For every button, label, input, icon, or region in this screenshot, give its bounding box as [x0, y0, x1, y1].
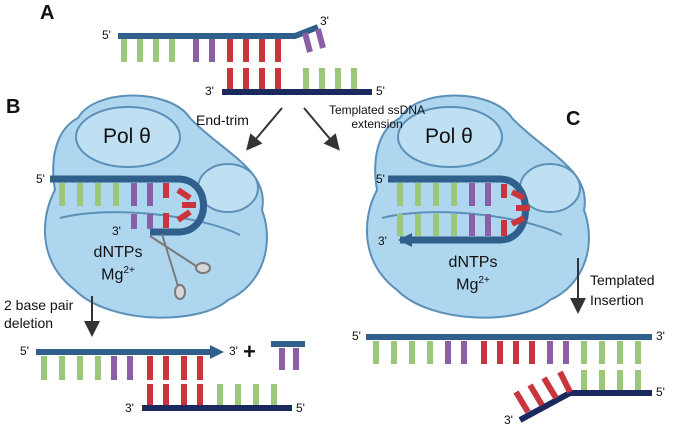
pol-theta-label-c: Pol θ — [425, 125, 473, 148]
panel-b-pol-theta — [43, 94, 268, 319]
insertion-label: Templated Insertion — [590, 272, 655, 308]
bprod-5prime: 5' — [20, 344, 29, 358]
cprod-bottom-3prime: 3' — [504, 413, 513, 427]
a-bottom-3prime: 3' — [205, 84, 214, 98]
c-3prime: 3' — [378, 234, 387, 248]
pol-theta-lobe — [75, 106, 181, 168]
cprod-bottom-5prime: 5' — [656, 385, 665, 399]
panel-label-a: A — [40, 2, 55, 24]
bprod-bottom-5prime: 5' — [296, 401, 305, 415]
a-bottom-5prime: 5' — [376, 84, 385, 98]
a-top-3prime: 3' — [320, 14, 329, 28]
cofactors-b: dNTPs Mg2+ — [93, 244, 143, 284]
looped-strand — [50, 175, 207, 236]
bprod-3prime: 3' — [229, 344, 238, 358]
panel-label-b: B — [6, 96, 21, 118]
b-5prime: 5' — [36, 172, 45, 186]
deletion-label: 2 base pair deletion — [4, 297, 74, 331]
top-strand-bases — [121, 28, 326, 62]
pol-theta-label-b: Pol θ — [103, 125, 151, 148]
cofactors-c: dNTPs Mg2+ — [448, 254, 498, 294]
scissors-icon — [149, 233, 211, 300]
panel-c-bases-bottom — [397, 214, 491, 236]
panel-c-product — [366, 334, 652, 423]
bprod-bottom-3prime: 3' — [125, 401, 134, 415]
top-strand — [118, 24, 320, 39]
panel-label-c: C — [566, 108, 581, 130]
panel-c-pol-theta — [365, 94, 590, 319]
cprod-5prime: 5' — [352, 329, 361, 343]
a-top-5prime: 5' — [102, 28, 111, 42]
pol-theta-domain — [197, 163, 259, 213]
panel-b-bases-top — [59, 183, 196, 228]
cprod-3prime: 3' — [656, 329, 665, 343]
plus-sign: + — [243, 339, 256, 364]
arrow-end-trim — [246, 107, 283, 151]
end-trim-label: End-trim — [196, 112, 249, 128]
panel-b-product — [36, 341, 305, 411]
arrow-templated-extension — [303, 107, 340, 151]
extension-line1: Templated ssDNA — [328, 103, 426, 117]
extension-line2: extension — [351, 117, 403, 131]
bottom-strand-bases — [227, 68, 357, 89]
panel-c-bases-top — [397, 183, 530, 236]
panel-a-duplex — [118, 24, 372, 95]
panel-b-bases-bottom — [131, 214, 153, 229]
templated-extension-label: Templated ssDNA extension — [318, 103, 436, 131]
c-5prime: 5' — [376, 172, 385, 186]
b-3prime: 3' — [112, 224, 121, 238]
